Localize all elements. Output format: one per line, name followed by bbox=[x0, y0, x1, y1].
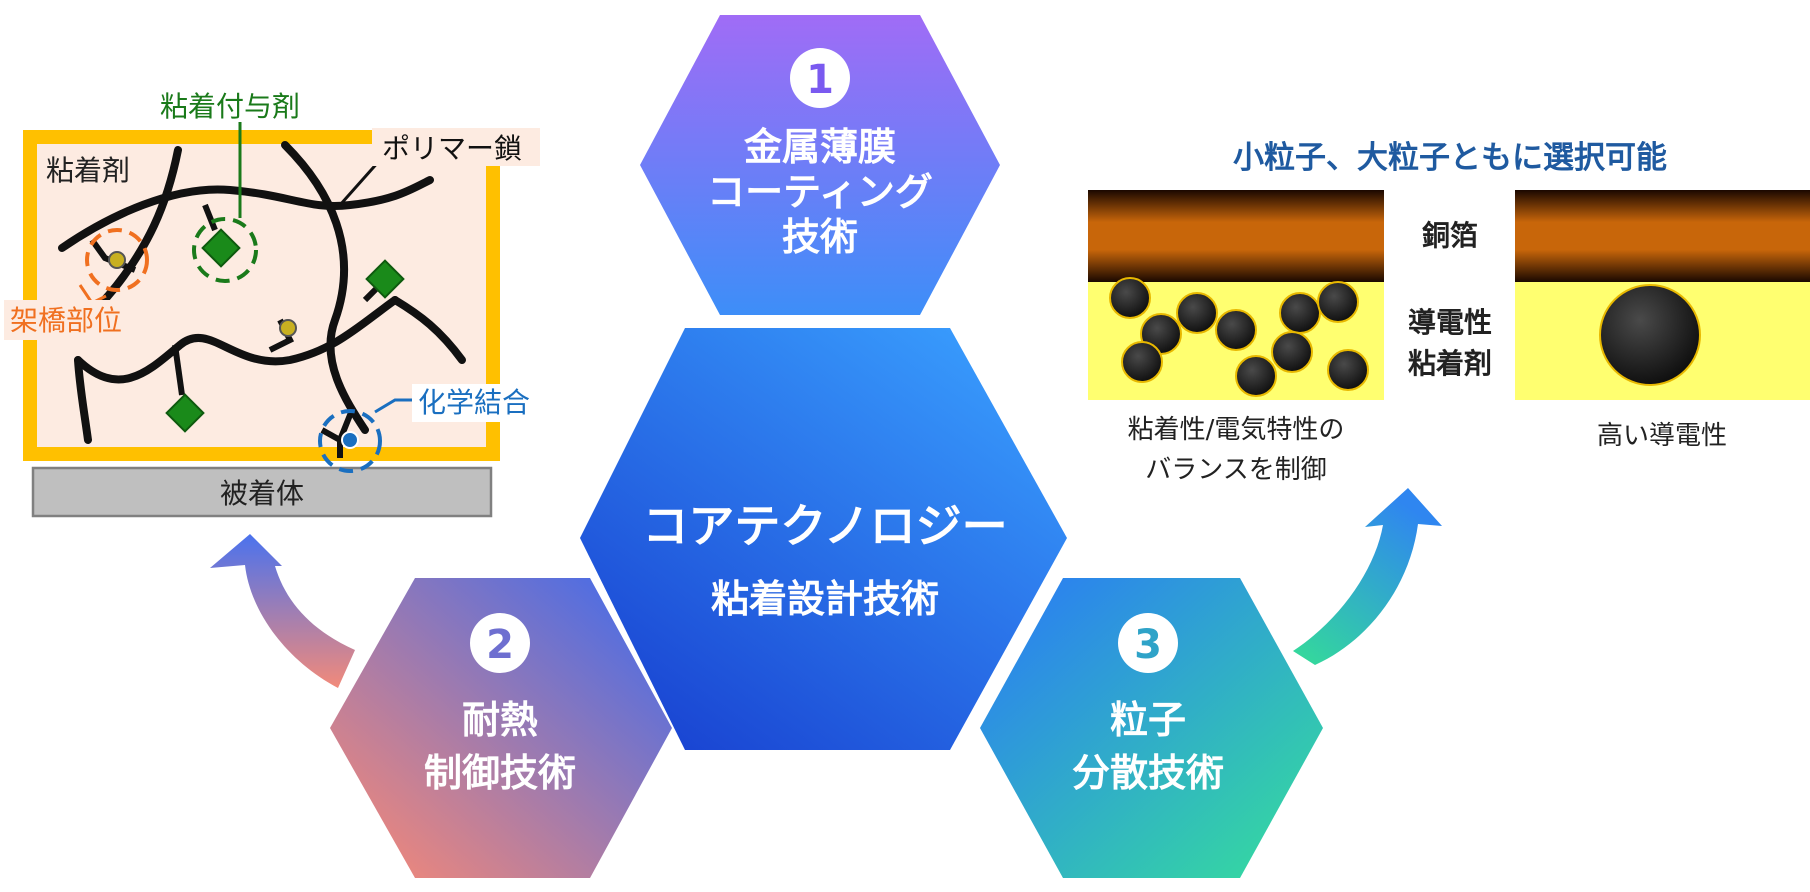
crosslink-sites bbox=[89, 238, 297, 353]
high-conductivity-caption: 高い導電性 bbox=[1597, 421, 1727, 451]
conductive-adhesive-label-2: 粘着剤 bbox=[1408, 347, 1492, 380]
hex-metal-film-coating: 1 金属薄膜 コーティング 技術 bbox=[640, 15, 1000, 315]
core-title: コアテクノロジー bbox=[642, 499, 1007, 553]
adhesive-structure-panel: 被着体 bbox=[4, 90, 552, 518]
tackifier-molecules bbox=[165, 203, 405, 433]
polymer-chain-label: ポリマー鎖 bbox=[382, 132, 522, 165]
arrow-to-left-panel bbox=[210, 534, 355, 688]
polymer-chains bbox=[58, 141, 466, 444]
core-subtitle: 粘着設計技術 bbox=[711, 577, 939, 621]
particle-options-panel: 小粒子、大粒子ともに選択可能 銅箔 導電性 粘着剤 粘着性/電気特性の バランス… bbox=[1088, 140, 1810, 485]
particle-options-title: 小粒子、大粒子ともに選択可能 bbox=[1233, 140, 1667, 176]
chemical-bond-label: 化学結合 bbox=[418, 386, 530, 419]
hex1-label-line3: 技術 bbox=[782, 215, 858, 259]
tackifier-label: 粘着付与剤 bbox=[160, 90, 300, 123]
adhesive-label: 粘着剤 bbox=[46, 154, 130, 187]
hex3-number: 3 bbox=[1134, 622, 1162, 668]
large-particle-copper bbox=[1515, 190, 1810, 282]
small-particle-copper bbox=[1088, 190, 1384, 282]
hex1-label-line1: 金属薄膜 bbox=[743, 125, 896, 169]
substrate-label: 被着体 bbox=[220, 477, 304, 510]
hex1-number: 1 bbox=[806, 57, 834, 103]
chemical-bond-highlight bbox=[318, 409, 382, 473]
hex2-number-badge bbox=[470, 613, 530, 673]
large-particle bbox=[1599, 284, 1701, 386]
hex2-label-line2: 制御技術 bbox=[424, 751, 576, 795]
hex-heat-resistance-control: 2 耐熱 制御技術 bbox=[330, 578, 672, 878]
hex1-number-badge bbox=[790, 48, 850, 108]
balance-caption-line1: 粘着性/電気特性の bbox=[1128, 415, 1345, 445]
hex3-number-badge bbox=[1118, 613, 1178, 673]
hex-core-technology: コアテクノロジー 粘着設計技術 bbox=[580, 328, 1067, 750]
hex2-number: 2 bbox=[486, 622, 514, 668]
chemical-bond-site bbox=[320, 408, 359, 458]
hex2-label-line1: 耐熱 bbox=[462, 698, 538, 742]
hex3-label-line1: 粒子 bbox=[1110, 698, 1186, 742]
arrow-to-right-panel bbox=[1293, 488, 1442, 665]
hex1-label-line2: コーティング bbox=[707, 170, 933, 214]
copper-foil-label: 銅箔 bbox=[1422, 219, 1478, 252]
crosslink-highlight bbox=[85, 228, 149, 292]
conductive-adhesive-label-1: 導電性 bbox=[1408, 306, 1492, 339]
crosslink-label: 架橋部位 bbox=[10, 304, 122, 337]
hex3-label-line2: 分散技術 bbox=[1072, 751, 1224, 795]
hex-particle-dispersion: 3 粒子 分散技術 bbox=[980, 578, 1323, 878]
tackifier-highlight bbox=[192, 217, 258, 283]
small-particles bbox=[1109, 277, 1369, 397]
substrate-block bbox=[31, 466, 493, 518]
balance-caption-line2: バランスを制御 bbox=[1145, 455, 1326, 485]
